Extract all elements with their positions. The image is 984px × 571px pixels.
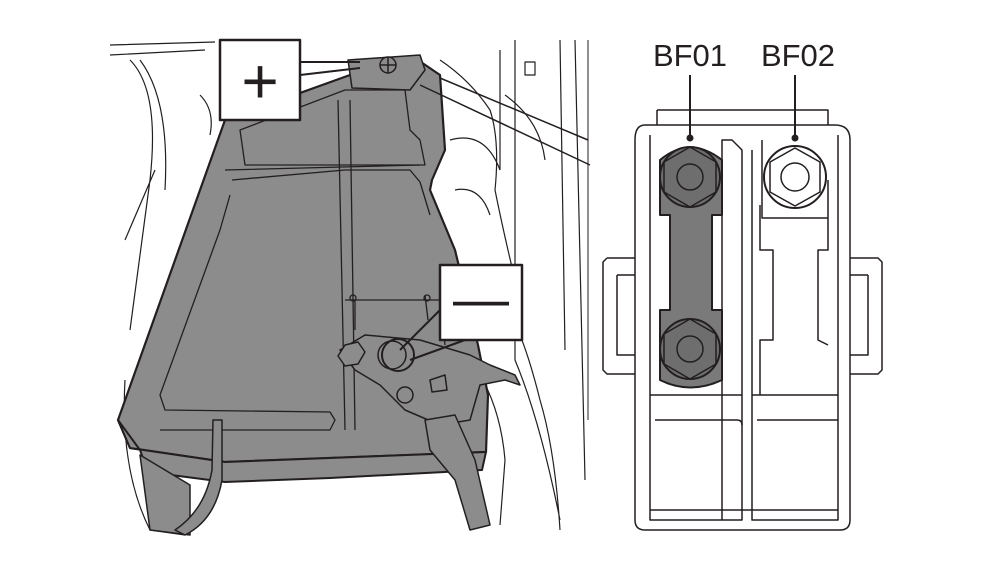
battery-lower-body: [139, 454, 191, 536]
bf01-upper-nut: [659, 146, 721, 208]
battery: [116, 54, 521, 536]
engine-bay-lines: [109, 39, 586, 536]
fuse-label-bf01: BF01: [653, 38, 727, 73]
positive-symbol: +: [241, 45, 278, 117]
negative-terminal-clamp: [337, 334, 521, 531]
negative-callout: [381, 263, 524, 372]
fuse-box-housing: [634, 124, 851, 531]
positive-callout: [218, 38, 591, 166]
bf02-nut: [763, 145, 827, 209]
fuse-box: [602, 75, 883, 531]
vent-hose: [174, 419, 223, 536]
bf01-lower-nut: [659, 318, 721, 380]
fuse-label-bf02: BF02: [761, 38, 835, 73]
positive-terminal: [347, 54, 426, 91]
negative-symbol: —: [453, 267, 509, 330]
